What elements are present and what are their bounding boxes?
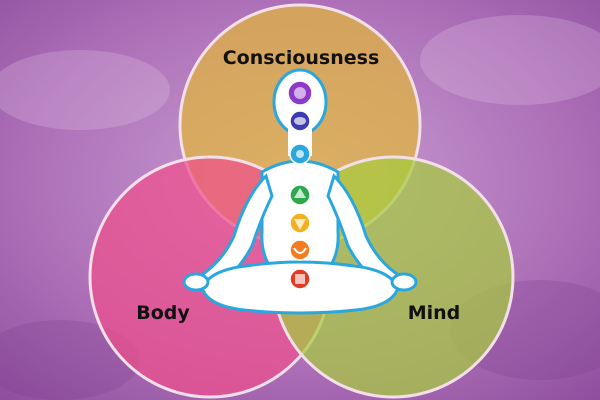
root-chakra-icon (289, 268, 311, 290)
solar-plexus-chakra-icon (289, 212, 311, 234)
consciousness-label: Consciousness (222, 47, 380, 69)
background-clouds (0, 15, 600, 400)
third-eye-chakra-icon (289, 110, 311, 132)
throat-chakra-icon (289, 143, 311, 165)
crown-chakra-icon (287, 80, 313, 106)
body-label: Body (136, 302, 190, 324)
mind-label: Mind (407, 302, 461, 324)
heart-chakra-icon (289, 184, 311, 206)
sacral-chakra-icon (289, 239, 311, 261)
chakra-column (287, 80, 313, 290)
